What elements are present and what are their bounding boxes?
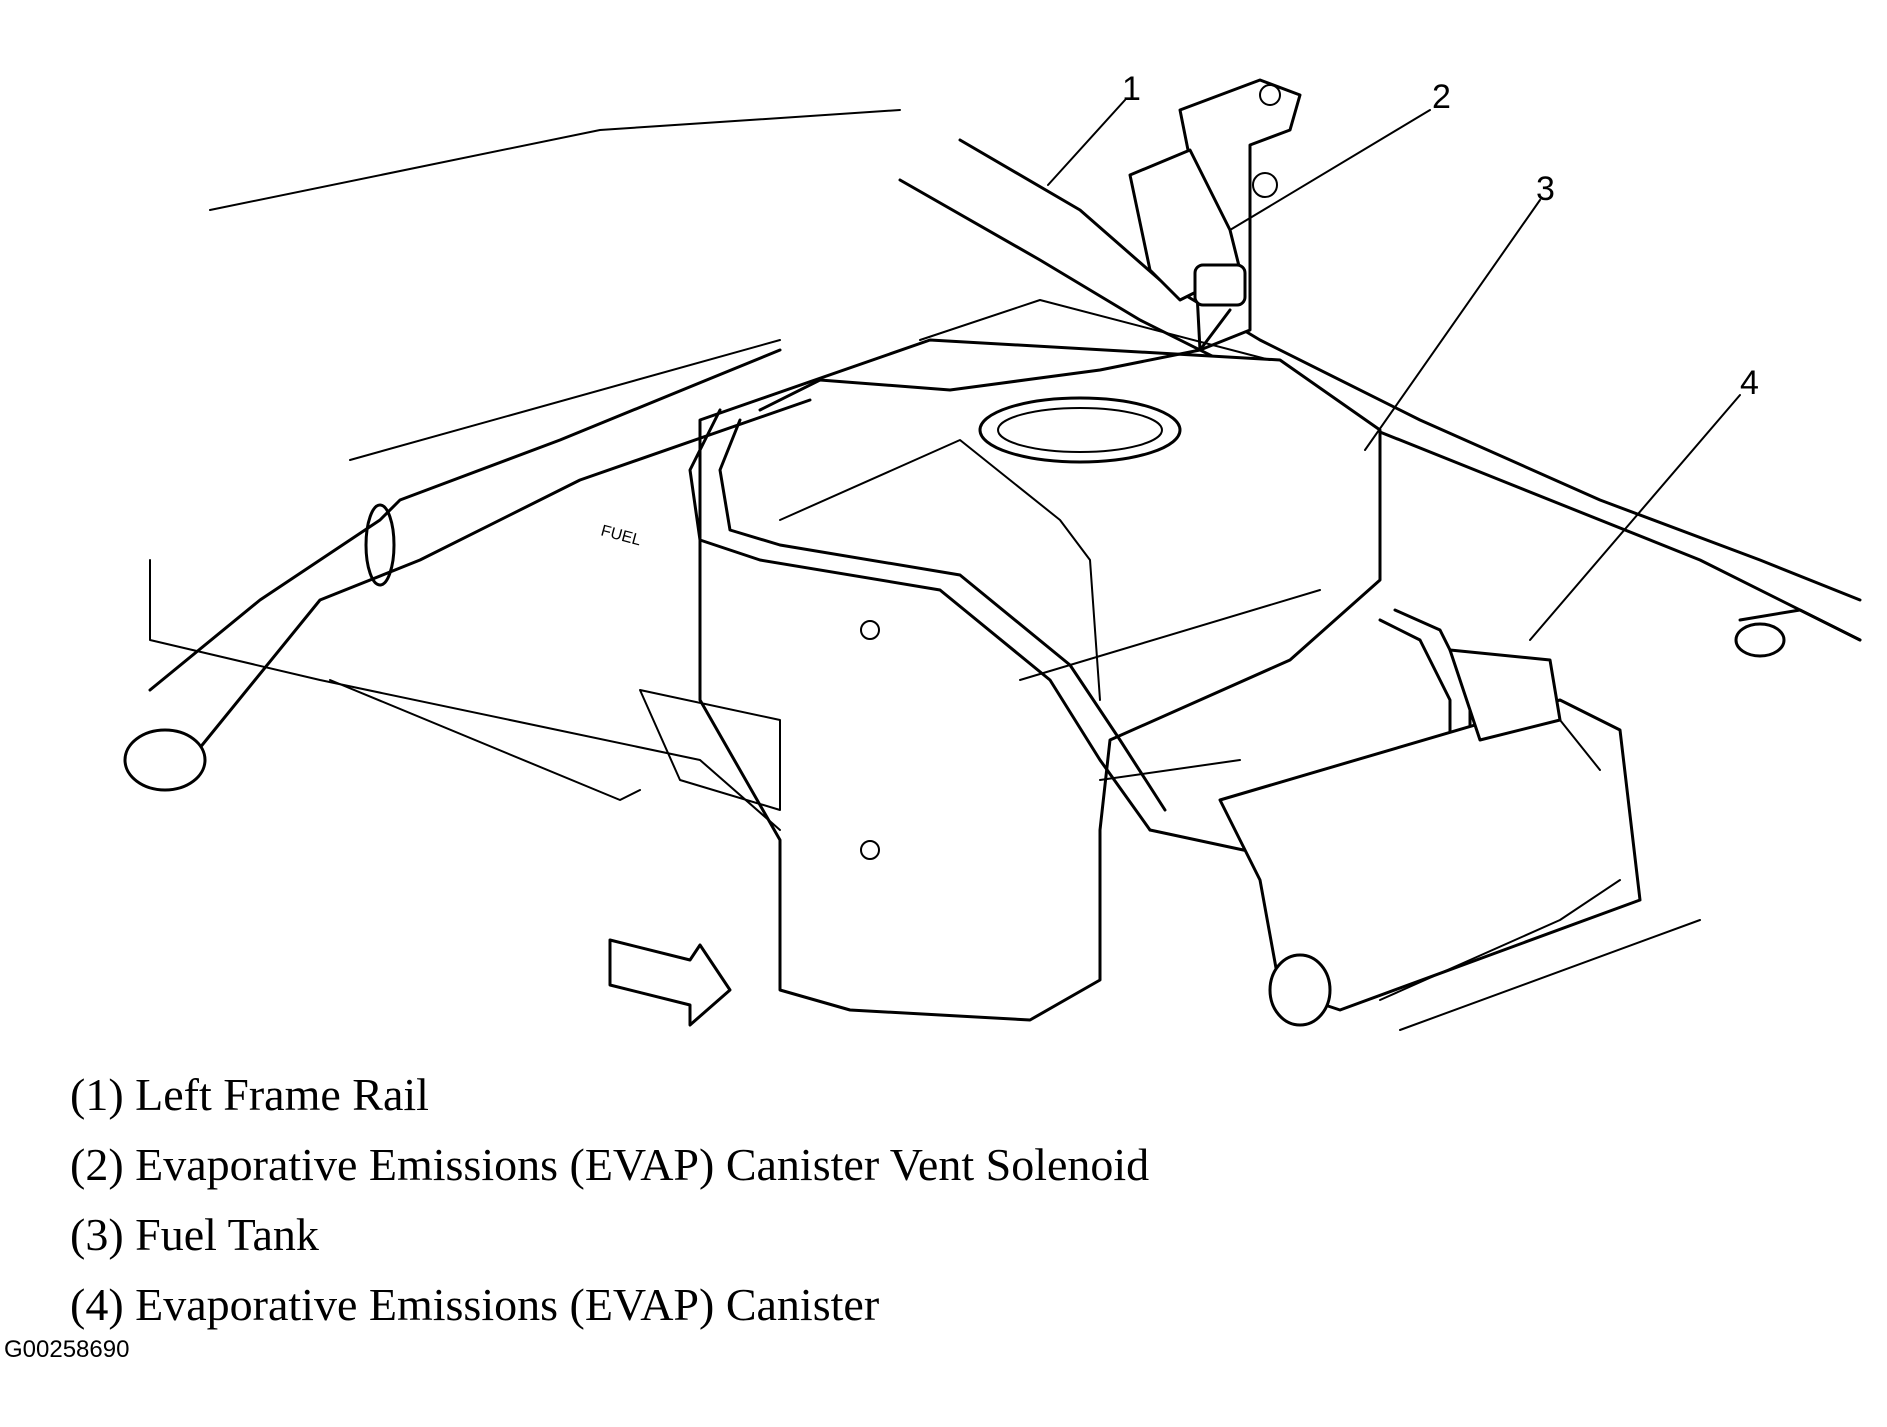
evap-vent-solenoid (1128, 148, 1247, 307)
callout-leaders (1047, 99, 1741, 641)
legend-item-fuel-tank: (3) Fuel Tank (70, 1209, 319, 1260)
callout-number-4: 4 (1740, 364, 1759, 402)
embossed-fuel-text: FUEL (599, 522, 643, 549)
fuel-tank (639, 299, 1382, 1022)
evap-system-diagram: FUEL 1 2 3 4 (123, 70, 1862, 1031)
body-panels (149, 109, 901, 831)
exhaust-pipe (123, 348, 812, 792)
legend-item-left-frame-rail: (1) Left Frame Rail (70, 1069, 429, 1120)
callout-number-3: 3 (1536, 170, 1555, 208)
evap-canister (1218, 648, 1701, 1031)
callout-legend: (1) Left Frame Rail (2) Evaporative Emis… (70, 1060, 1149, 1340)
callout-number-1: 1 (1122, 70, 1141, 108)
legend-item-evap-vent-solenoid: (2) Evaporative Emissions (EVAP) Caniste… (70, 1139, 1150, 1190)
figure-id: G00258690 (4, 1336, 130, 1363)
diagram-drawing: FUEL (123, 78, 1862, 1031)
legend-item-evap-canister: (4) Evaporative Emissions (EVAP) Caniste… (70, 1279, 880, 1330)
callout-number-2: 2 (1432, 78, 1451, 116)
direction-arrow (608, 938, 732, 1027)
